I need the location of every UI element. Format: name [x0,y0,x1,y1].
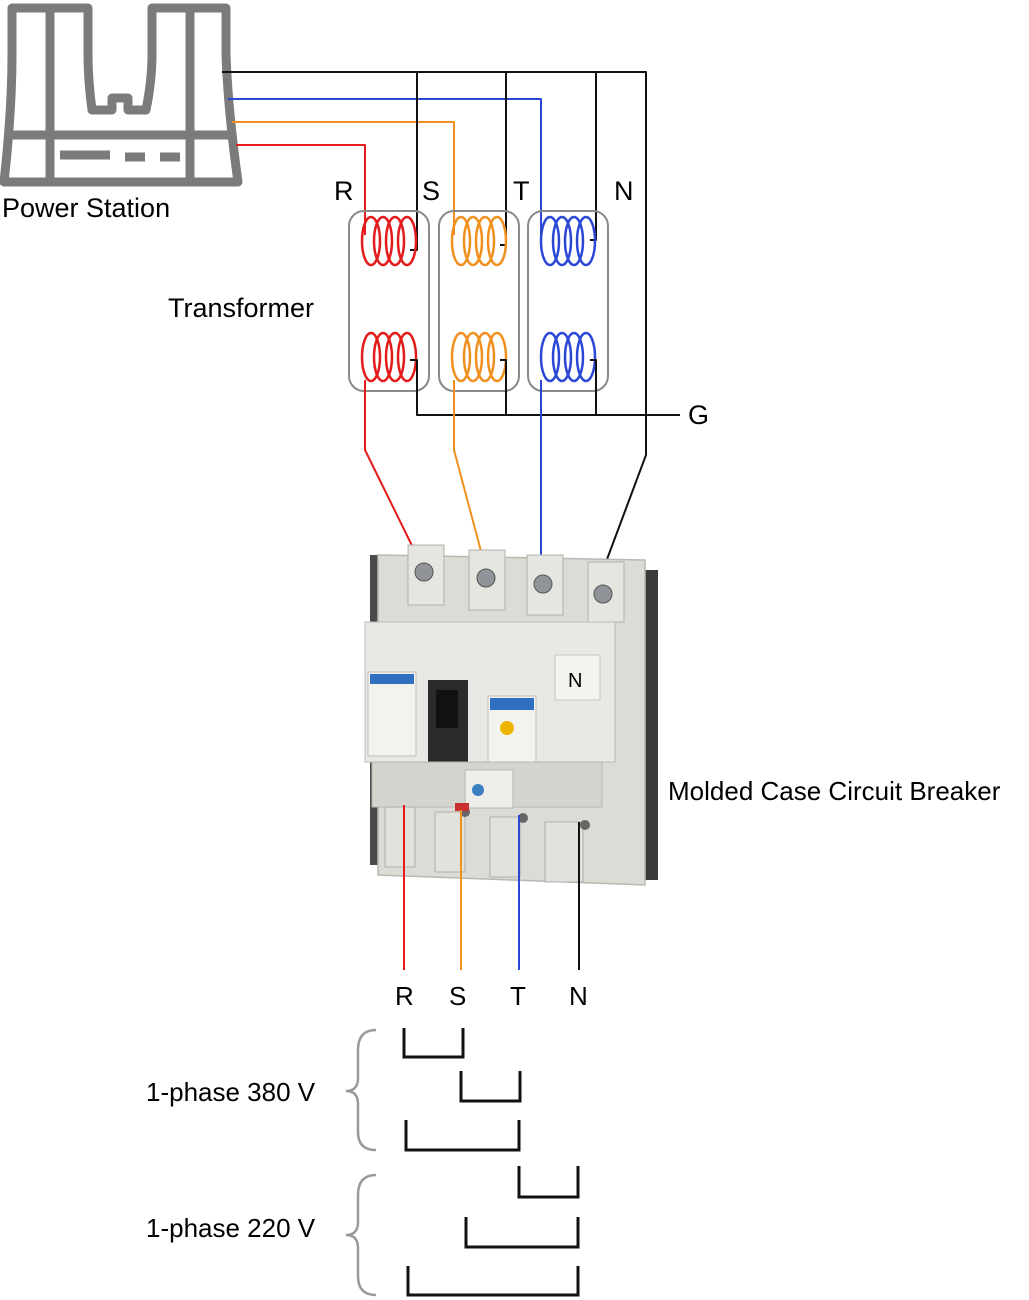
bottom-label-s: S [449,981,466,1011]
group-380v [345,1028,522,1152]
power-station-label: Power Station [2,193,170,223]
group-label-220v: 1-phase 220 V [146,1213,316,1243]
ground-label: G [688,400,709,430]
coil-s [450,215,508,383]
coil-r [360,215,418,383]
breaker-label: Molded Case Circuit Breaker [668,776,1001,806]
power-plant-icon [0,3,243,187]
secondary-wires [364,380,542,571]
group-label-380v: 1-phase 380 V [146,1077,316,1107]
transformer-core-t [527,210,609,392]
bracket-r-t [404,1120,521,1152]
brace-220v [345,1173,377,1297]
transformer-label: Transformer [168,293,314,323]
brace-380v [345,1028,377,1152]
top-label-s: S [422,176,440,206]
breaker-rating-label [367,671,417,757]
supply-wires [222,71,647,571]
breaker-n-text: N [568,670,582,692]
circuit-breaker: N [364,544,658,886]
top-label-r: R [334,176,354,206]
breaker-n-terminal-label [554,654,601,701]
transformer-core-s [438,210,520,392]
bracket-s-n [464,1217,580,1249]
bottom-label-r: R [395,981,414,1011]
coil-t [539,215,597,383]
top-phase-labels: R S T N [334,176,634,206]
bottom-label-t: T [510,981,526,1011]
transformer [348,210,609,392]
bracket-t-n [517,1166,580,1199]
bottom-label-n: N [569,981,588,1011]
output-wires [403,805,580,970]
bottom-phase-labels: R S T N [395,981,588,1011]
terminal-screw-n [593,584,613,604]
terminal-screw-r [414,562,434,582]
top-label-n: N [614,176,634,206]
bracket-r-n [406,1266,580,1297]
transformer-core-r [348,210,430,392]
bracket-r-s [402,1028,465,1059]
bracket-s-t [459,1071,522,1103]
terminal-screw-s [476,568,496,588]
terminal-screw-t [533,574,553,594]
group-220v [345,1166,580,1297]
ground-line [410,359,680,416]
top-label-t: T [513,176,530,206]
